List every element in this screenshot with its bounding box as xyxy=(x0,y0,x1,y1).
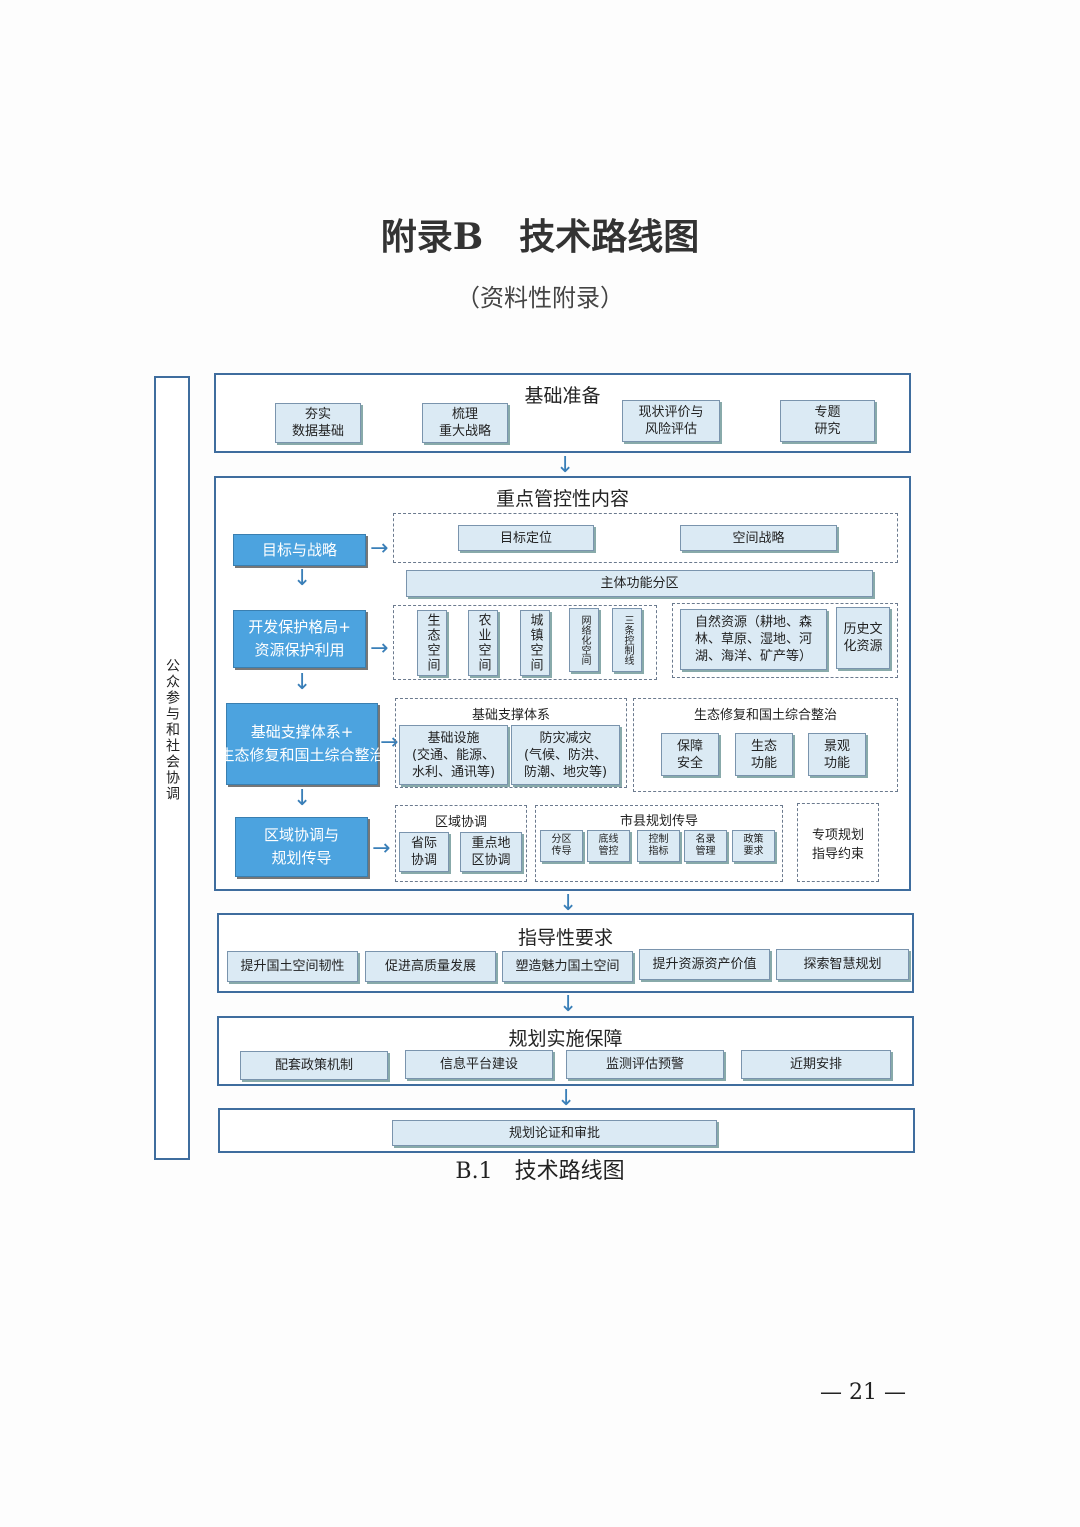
box: 网络化空间 xyxy=(569,608,599,672)
county-group xyxy=(535,805,783,882)
box: 生态空间 xyxy=(417,610,447,676)
left-step-pattern: 开发保护格局+ 资源保护利用 xyxy=(233,610,366,668)
box: 现状评价与 风险评估 xyxy=(622,400,720,442)
arrow-down-icon: ↓ xyxy=(559,891,578,916)
arrow-right-icon: → xyxy=(370,536,389,561)
box: 规划论证和审批 xyxy=(392,1120,717,1146)
region-group xyxy=(395,805,527,882)
box: 名录 管理 xyxy=(684,830,727,862)
page-subtitle: （资料性附录） xyxy=(456,284,624,312)
arrow-down-icon: ↓ xyxy=(557,1086,576,1111)
box: 生态 功能 xyxy=(735,733,793,776)
box: 农业空间 xyxy=(468,610,498,676)
support-group xyxy=(395,698,627,788)
arrow-down-icon: ↓ xyxy=(556,453,575,478)
figure-caption: B.1 技术路线图 xyxy=(455,1159,625,1184)
arrow-down-icon: ↓ xyxy=(293,566,312,591)
page-number: — 21 — xyxy=(820,1380,906,1405)
box: 塑造魅力国土空间 xyxy=(502,951,633,982)
space-group xyxy=(393,605,657,680)
arrow-right-icon: → xyxy=(380,730,399,755)
box: 三条控制线 xyxy=(612,608,642,672)
arrow-down-icon: ↓ xyxy=(559,992,578,1017)
natural-resources: 自然资源（耕地、森林、草原、湿地、河湖、海洋、矿产等） xyxy=(680,609,827,670)
box: 城镇空间 xyxy=(520,610,550,676)
public-participation-bar: 公众参与和社会协调 xyxy=(154,376,190,1160)
box: 景观 功能 xyxy=(808,733,866,776)
eco-group xyxy=(633,698,898,792)
goal-group xyxy=(393,513,898,563)
left-step-support: 基础支撑体系+ 生态修复和国土综合整治 xyxy=(220,703,385,785)
box: 分区 传导 xyxy=(540,830,583,862)
box: 防灾减灾 (气候、防洪、 防潮、地灾等) xyxy=(511,725,620,785)
group-heading: 区域协调 xyxy=(434,815,487,830)
arrow-down-icon: ↓ xyxy=(293,670,312,695)
arrow-down-icon: ↓ xyxy=(293,786,312,811)
box: 信息平台建设 xyxy=(405,1050,553,1079)
group-heading: 基础支撑体系 xyxy=(471,708,550,723)
box: 保障 安全 xyxy=(661,733,719,776)
box: 配套政策机制 xyxy=(240,1051,388,1080)
box: 促进高质量发展 xyxy=(365,951,496,982)
box: 空间战略 xyxy=(680,525,837,551)
special-plan-text: 专项规划 指导约束 xyxy=(811,827,864,862)
special-group: 专项规划 指导约束 xyxy=(797,803,879,882)
box: 监测评估预警 xyxy=(566,1050,724,1079)
historical-resources: 历史文化资源 xyxy=(836,607,890,669)
left-step-goal: 目标与战略 xyxy=(233,534,366,566)
box: 近期安排 xyxy=(741,1050,891,1079)
section-heading: 指导性要求 xyxy=(517,927,613,949)
group-heading: 生态修复和国土综合整治 xyxy=(693,708,837,723)
box: 政策 要求 xyxy=(732,830,775,862)
section-heading: 规划实施保障 xyxy=(508,1028,623,1050)
box: 省际 协调 xyxy=(399,832,449,872)
box: 底线 管控 xyxy=(587,830,630,862)
box: 重点地 区协调 xyxy=(460,832,522,872)
box: 控制 指标 xyxy=(637,830,680,862)
box: 提升国土空间韧性 xyxy=(227,951,358,982)
section-heading: 重点管控性内容 xyxy=(495,488,629,510)
page-title: 附录B 技术路线图 xyxy=(380,216,700,258)
group-heading: 市县规划传导 xyxy=(619,814,698,829)
box: 基础设施 (交通、能源、 水利、通讯等) xyxy=(399,725,508,785)
box: 探索智慧规划 xyxy=(776,949,909,980)
box: 梳理 重大战略 xyxy=(422,403,508,443)
resource-group xyxy=(672,603,898,678)
side-label: 公众参与和社会协调 xyxy=(164,658,180,802)
left-step-region: 区域协调与 规划传导 xyxy=(235,817,368,877)
box: 提升资源资产价值 xyxy=(639,949,770,980)
box: 夯实 数据基础 xyxy=(275,403,361,443)
arrow-right-icon: → xyxy=(372,836,391,861)
box: 目标定位 xyxy=(458,525,594,551)
main-function-zone: 主体功能分区 xyxy=(406,570,873,597)
arrow-right-icon: → xyxy=(370,636,389,661)
section-heading: 基础准备 xyxy=(524,385,601,407)
box: 专题 研究 xyxy=(780,400,875,442)
